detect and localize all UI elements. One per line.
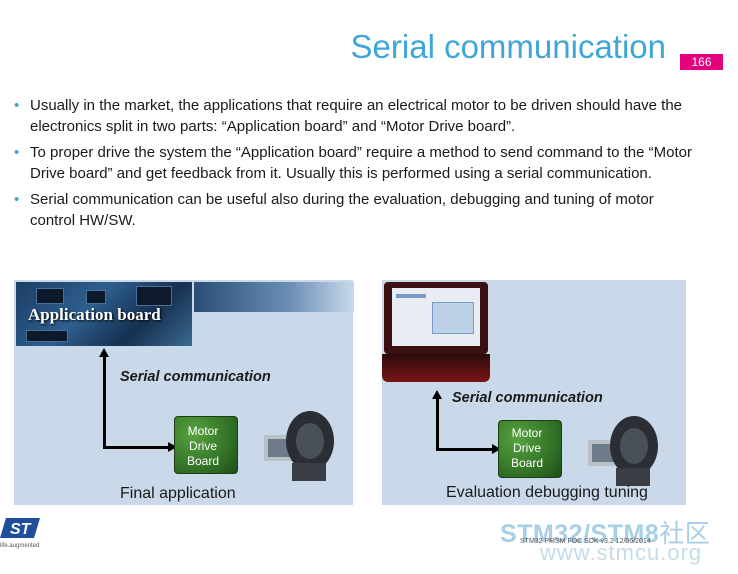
laptop-screen-image [384, 282, 488, 354]
bullet-text: To proper drive the system the “Applicat… [30, 144, 692, 182]
bullet-item: • To proper drive the system the “Applica… [14, 143, 694, 184]
footer-meta: STM32 PMSM FOC SDK v3.2 12/06/2014 [520, 538, 651, 545]
bullet-text: Serial communication can be useful also … [30, 191, 654, 229]
figure-caption: Evaluation debugging tuning [446, 484, 648, 501]
chip-icon [26, 330, 68, 342]
slide-title: Serial communication [350, 28, 666, 65]
bullet-item: • Usually in the market, the applications… [14, 96, 694, 137]
evaluation-figure: Serial communication Motor Drive Board E… [382, 280, 686, 505]
motor-icon [588, 416, 658, 486]
figure-caption: Final application [120, 485, 236, 502]
brand-main: STM32/STM8 [500, 520, 660, 548]
serial-communication-label: Serial communication [120, 369, 271, 385]
arrow-right-icon [168, 442, 177, 452]
arrow-up-icon [432, 390, 442, 399]
motor-drive-board-image [498, 420, 562, 478]
motor-drive-board-label: Motor Drive Board [510, 426, 544, 470]
arrow-up-icon [99, 348, 109, 357]
connector-line [436, 398, 439, 450]
serial-communication-label: Serial communication [452, 390, 603, 406]
laptop-display [392, 288, 480, 346]
bullet-text: Usually in the market, the applications … [30, 97, 683, 135]
arrow-right-icon [492, 444, 501, 454]
brand-suffix: 社区 [659, 520, 711, 548]
page-number-badge: 166 [680, 54, 723, 70]
final-application-figure: Application board Serial communication M… [14, 280, 354, 505]
st-logo-icon: ST [0, 518, 40, 538]
bullet-list: • Usually in the market, the applications… [14, 96, 694, 237]
bullet-item: • Serial communication can be useful also… [14, 190, 694, 231]
pcb-edge-image [194, 282, 354, 312]
application-board-label: Application board [28, 305, 161, 324]
svg-text:ST: ST [10, 521, 32, 538]
bullet-icon: • [14, 191, 20, 208]
bullet-icon: • [14, 144, 20, 161]
chip-icon [36, 288, 64, 304]
logo-tagline: life.augmented [0, 543, 40, 549]
chip-icon [86, 290, 106, 304]
window-panel [432, 302, 474, 334]
chip-icon [136, 286, 172, 306]
motor-icon [264, 411, 334, 481]
window-bar [396, 294, 426, 298]
connector-line [103, 356, 106, 448]
footer-url: www.stmcu.org [540, 540, 703, 565]
motor-drive-board-image [174, 416, 238, 474]
footer-brand: STM32/STM8社区 [500, 514, 710, 550]
application-board-image: Application board [16, 282, 192, 346]
laptop-keyboard-image [382, 354, 490, 382]
bullet-icon: • [14, 97, 20, 114]
connector-line [103, 446, 171, 449]
motor-drive-board-label: Motor Drive Board [186, 424, 220, 468]
connector-line [436, 448, 494, 451]
